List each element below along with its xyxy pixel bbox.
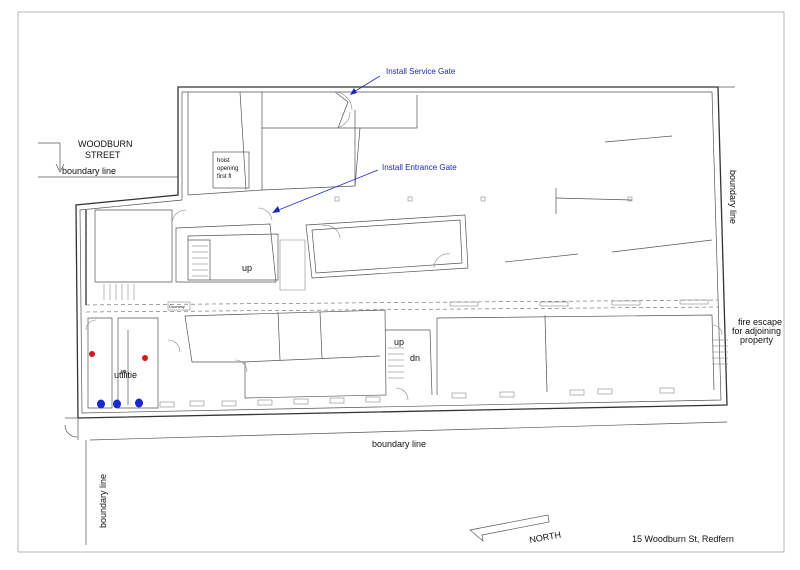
north-label: NORTH bbox=[529, 530, 562, 545]
boundary-line-left-label: boundary line bbox=[98, 474, 108, 528]
window-marks bbox=[159, 299, 709, 408]
red-marker bbox=[89, 351, 95, 357]
outer-walls bbox=[75, 86, 728, 419]
upper-rooms bbox=[187, 91, 418, 196]
stair-dn-label: dn bbox=[410, 353, 420, 363]
open-area-lines bbox=[334, 135, 713, 263]
fire-escape-label: fire escape for adjoining property bbox=[732, 317, 785, 345]
red-marker bbox=[142, 355, 148, 361]
blue-marker bbox=[113, 399, 121, 409]
utility-markers bbox=[89, 351, 148, 409]
hoist-label: hoist opening first fl bbox=[217, 158, 240, 180]
boundary-line-right-label: boundary line bbox=[728, 170, 738, 224]
middle-rooms bbox=[94, 207, 469, 300]
utilities-label-s: s bbox=[118, 369, 128, 374]
boundary-line-bottom-label: boundary line bbox=[372, 439, 426, 449]
annotation-arrows bbox=[272, 75, 381, 213]
boundary-lines bbox=[38, 86, 735, 545]
boundary-line-top-label: boundary line bbox=[62, 166, 116, 176]
hoist-opening bbox=[212, 151, 250, 189]
doorway-label: Doorway bbox=[169, 304, 185, 309]
stair-up-label: up bbox=[242, 263, 252, 273]
blue-marker bbox=[97, 399, 105, 409]
lower-rooms bbox=[85, 309, 728, 409]
north-arrow bbox=[469, 514, 550, 542]
sheet-border bbox=[17, 11, 785, 553]
entrance-gate-annotation: Install Entrance Gate bbox=[382, 163, 457, 172]
utilities-label: utilitie bbox=[114, 370, 137, 380]
stair-up-label-2: up bbox=[394, 337, 404, 347]
blue-marker bbox=[135, 398, 143, 408]
street-label: WOODBURN STREET bbox=[78, 139, 135, 160]
service-gate-annotation: Install Service Gate bbox=[386, 67, 456, 76]
address-label: 15 Woodburn St, Redfern bbox=[632, 534, 734, 544]
